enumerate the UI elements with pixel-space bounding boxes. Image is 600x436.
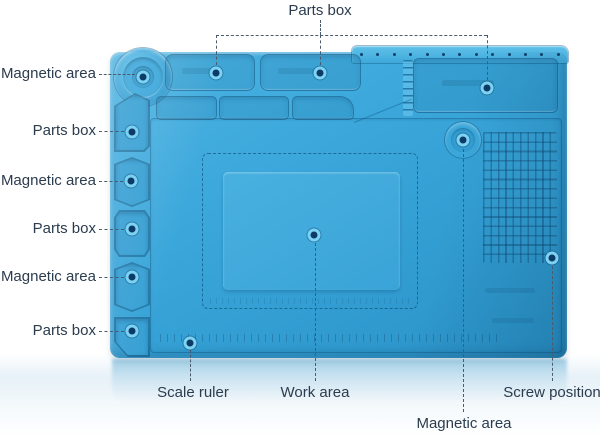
hole-icon [458,53,462,56]
callout-label-work-area: Work area [280,384,350,401]
work-area-dot [307,228,321,242]
hole-icon [409,53,413,56]
scale-ruler-dot [183,336,197,350]
small-compartment [156,96,217,120]
small-compartment [292,96,354,120]
left-magnetic-area-dot-2 [125,270,139,284]
hole-icon [442,53,446,56]
corner-magnetic-area-dot [136,70,150,84]
molded-marking [485,288,535,293]
hole-icon [540,53,544,56]
callout-label-parts-box-1: Parts box [32,122,96,139]
leader-parts-box-2 [99,229,124,230]
soldering-mat [110,46,568,358]
leader-magnetic-area-3 [99,277,124,278]
molded-marking [278,68,318,74]
hole-icon [474,53,478,56]
screw-position-dot [545,251,559,265]
top-parts-box-dot-1 [209,66,223,80]
leader-parts-box-1 [99,131,124,132]
left-parts-box-compartment [114,93,150,152]
callout-label-parts-box-top: Parts box [288,2,352,19]
leader-top-parts-box [487,35,488,80]
left-parts-box-dot-1 [125,125,139,139]
molded-marking [492,318,534,323]
callout-label-parts-box-3: Parts box [32,322,96,339]
inner-ruler-ticks [210,298,410,304]
callout-label-screw-position: Screw position [503,384,600,401]
callout-label-magnetic-area-3: Magnetic area [0,268,96,285]
segment-strip [403,60,413,116]
left-parts-box-dot-3 [125,324,139,338]
compartment-fill [115,94,149,151]
scale-ruler-ticks [160,334,500,342]
left-magnetic-compartment [114,262,150,312]
parts-box-compartment [260,54,361,91]
leader-top-parts-box [216,35,487,36]
callout-label-magnetic-area-2: Magnetic area [0,172,96,189]
left-parts-box-dot-2 [125,222,139,236]
molded-marking [182,68,222,74]
leader-magnetic-area-1 [99,74,135,75]
leader-magnetic-area-bottom [463,149,464,412]
callout-label-scale-ruler: Scale ruler [157,384,229,401]
small-compartment [219,96,289,120]
main-field [150,118,562,353]
molded-marking [442,80,494,86]
work-area-outline [202,153,418,309]
leader-work-area [315,243,316,381]
callout-label-parts-box-2: Parts box [32,220,96,237]
hole-icon [556,53,560,56]
callout-label-magnetic-area-1: Magnetic area [0,65,96,82]
hole-icon [425,53,429,56]
leader-top-parts-box [320,35,321,65]
screw-position-grid [483,132,557,263]
leader-parts-box-3 [99,331,124,332]
leader-scale-ruler [190,350,191,381]
top-hole-strip [352,46,568,63]
top-parts-box-dot-3 [480,81,494,95]
left-magnetic-area-dot-1 [124,174,138,188]
hole-icon [507,53,511,56]
right-magnetic-area-dot [456,133,470,147]
hole-icon [392,53,396,56]
left-magnetic-compartment [114,157,150,207]
leader-magnetic-area-2 [99,181,123,182]
leader-screw-position [552,266,553,381]
hole-icon [491,53,495,56]
hole-icon [376,53,380,56]
hole-icon [524,53,528,56]
leader-top-parts-box [320,20,321,35]
hole-icon [360,53,363,56]
top-parts-box-dot-2 [313,66,327,80]
leader-top-parts-box [216,35,217,65]
mat-reflection [112,359,567,401]
callout-label-magnetic-area-bottom: Magnetic area [416,415,512,432]
